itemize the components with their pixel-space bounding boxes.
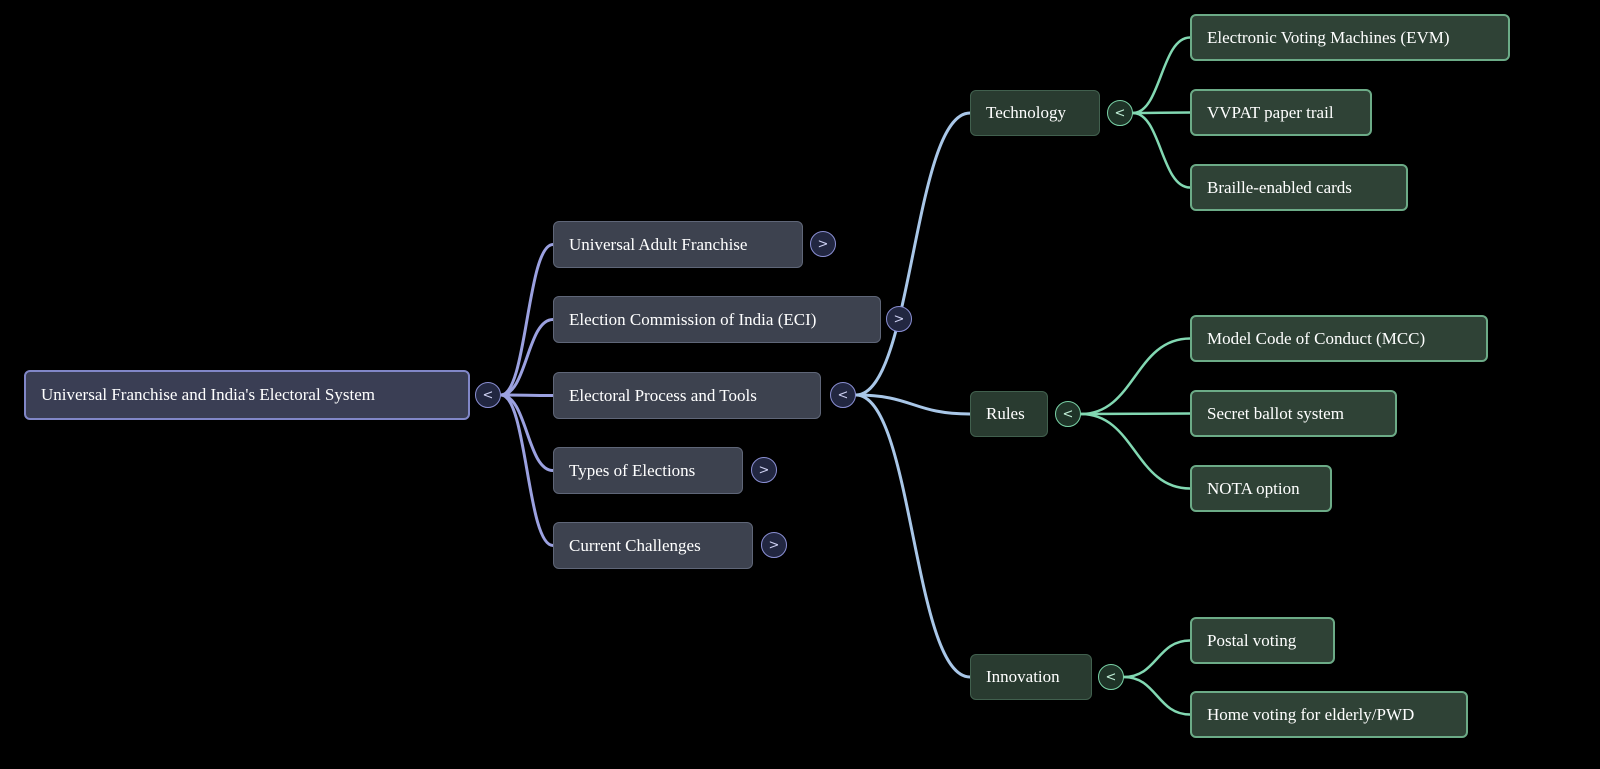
node-braille-cards[interactable]: Braille-enabled cards xyxy=(1190,164,1408,211)
expand-toggle-current-challenges[interactable]: > xyxy=(761,532,787,558)
node-label: Electoral Process and Tools xyxy=(569,385,757,405)
link-rules-nota xyxy=(1079,412,1192,490)
node-label: Technology xyxy=(986,103,1067,122)
node-label: Types of Elections xyxy=(569,460,696,480)
node-label: VVPAT paper trail xyxy=(1207,102,1334,122)
link-technology-evm xyxy=(1131,36,1192,115)
collapse-toggle-root[interactable]: < xyxy=(475,382,501,408)
expand-toggle-universal-adult-franchise[interactable]: > xyxy=(810,231,836,257)
link-root-election-commission xyxy=(499,318,555,397)
link-rules-mcc xyxy=(1079,337,1192,416)
node-label: Postal voting xyxy=(1207,630,1297,650)
node-technology[interactable]: Technology xyxy=(970,90,1100,136)
node-postal-voting[interactable]: Postal voting xyxy=(1190,617,1335,664)
expand-toggle-types-of-elections[interactable]: > xyxy=(751,457,777,483)
node-home-voting[interactable]: Home voting for elderly/PWD xyxy=(1190,691,1468,738)
toggle-glyph: < xyxy=(1105,669,1117,685)
node-label: Model Code of Conduct (MCC) xyxy=(1207,328,1426,348)
collapse-toggle-rules[interactable]: < xyxy=(1055,401,1081,427)
node-nota[interactable]: NOTA option xyxy=(1190,465,1332,512)
toggle-glyph: > xyxy=(758,462,770,478)
toggle-glyph: > xyxy=(893,311,905,327)
collapse-toggle-innovation[interactable]: < xyxy=(1098,664,1124,690)
node-rules[interactable]: Rules xyxy=(970,391,1048,437)
link-electoral-process-rules xyxy=(854,393,972,416)
link-root-electoral-process xyxy=(499,393,555,397)
node-label: Secret ballot system xyxy=(1207,403,1344,423)
node-root-label: Universal Franchise and India's Electora… xyxy=(41,385,375,404)
node-label: Current Challenges xyxy=(569,535,701,555)
link-technology-braille xyxy=(1131,111,1192,189)
link-electoral-process-technology xyxy=(854,111,972,397)
node-label: Home voting for elderly/PWD xyxy=(1207,704,1415,724)
link-root-current-challenges xyxy=(499,393,555,547)
collapse-toggle-technology[interactable]: < xyxy=(1107,100,1133,126)
node-label: Electronic Voting Machines (EVM) xyxy=(1207,27,1450,47)
link-innovation-postal xyxy=(1122,639,1192,679)
node-root[interactable]: Universal Franchise and India's Electora… xyxy=(24,370,470,420)
link-innovation-home-voting xyxy=(1122,675,1192,716)
node-current-challenges[interactable]: Current Challenges xyxy=(553,522,753,569)
collapse-toggle-electoral-process[interactable]: < xyxy=(830,382,856,408)
toggle-glyph: < xyxy=(482,387,494,403)
link-technology-vvpat xyxy=(1131,111,1192,115)
node-label: Election Commission of India (ECI) xyxy=(569,309,817,329)
node-evm[interactable]: Electronic Voting Machines (EVM) xyxy=(1190,14,1510,61)
node-mcc[interactable]: Model Code of Conduct (MCC) xyxy=(1190,315,1488,362)
toggle-glyph: > xyxy=(817,236,829,252)
node-label: Braille-enabled cards xyxy=(1207,177,1352,197)
node-innovation[interactable]: Innovation xyxy=(970,654,1092,700)
link-root-universal-adult-franchise xyxy=(499,243,555,397)
toggle-glyph: < xyxy=(1062,406,1074,422)
node-vvpat[interactable]: VVPAT paper trail xyxy=(1190,89,1372,136)
toggle-glyph: < xyxy=(1114,105,1126,121)
node-label: Rules xyxy=(986,404,1025,423)
node-secret-ballot[interactable]: Secret ballot system xyxy=(1190,390,1397,437)
link-electoral-process-innovation xyxy=(854,393,972,679)
node-label: NOTA option xyxy=(1207,478,1300,498)
expand-toggle-election-commission[interactable]: > xyxy=(886,306,912,332)
node-label: Universal Adult Franchise xyxy=(569,234,748,254)
link-rules-secret-ballot xyxy=(1079,412,1192,416)
node-types-of-elections[interactable]: Types of Elections xyxy=(553,447,743,494)
toggle-glyph: > xyxy=(768,537,780,553)
toggle-glyph: < xyxy=(837,387,849,403)
node-electoral-process[interactable]: Electoral Process and Tools xyxy=(553,372,821,419)
link-root-types-of-elections xyxy=(499,393,555,472)
node-universal-adult-franchise[interactable]: Universal Adult Franchise xyxy=(553,221,803,268)
node-label: Innovation xyxy=(986,667,1060,686)
node-election-commission[interactable]: Election Commission of India (ECI) xyxy=(553,296,881,343)
